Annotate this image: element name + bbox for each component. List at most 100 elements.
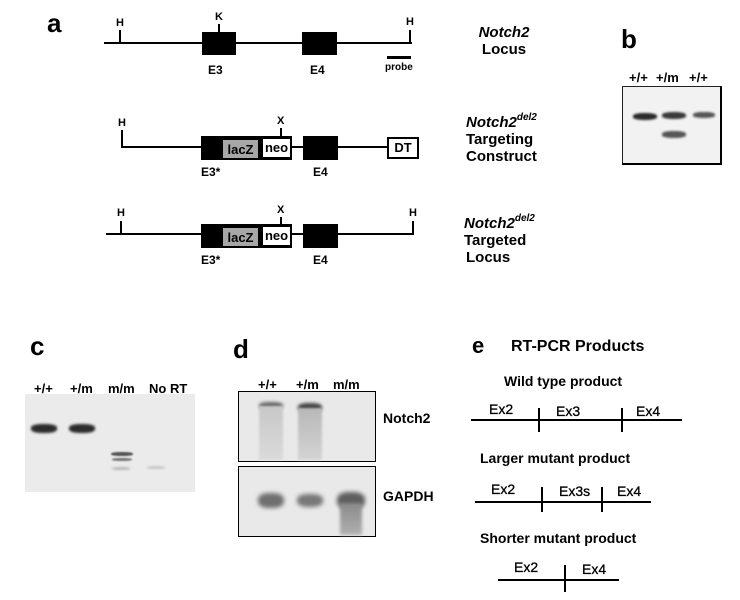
large-junction-1 bbox=[541, 487, 543, 512]
exon-e3-star-label: E3* bbox=[201, 165, 221, 179]
blot-d-lane-3: m/m bbox=[333, 377, 360, 392]
band bbox=[258, 493, 284, 508]
h-site-right bbox=[409, 30, 411, 44]
lacz-cassette: lacZ bbox=[222, 227, 259, 247]
construct-title-line3: Construct bbox=[466, 148, 537, 165]
wt-ex4: Ex4 bbox=[636, 403, 661, 419]
exon-e4-label: E4 bbox=[313, 165, 328, 179]
gel-b-lane-3: +/+ bbox=[689, 70, 708, 85]
gel-b-lane-2: +/m bbox=[656, 70, 679, 85]
band bbox=[111, 452, 133, 456]
gel-c-lane-4: No RT bbox=[149, 381, 188, 396]
band bbox=[297, 494, 323, 507]
targeted-title-line2: Targeted bbox=[464, 232, 527, 249]
band bbox=[259, 402, 283, 409]
large-ex2: Ex2 bbox=[491, 481, 516, 497]
locus-line bbox=[104, 42, 412, 44]
construct-title-line2: Targeting bbox=[466, 131, 534, 148]
exon-e4-label: E4 bbox=[310, 63, 325, 77]
h-site-right-label: H bbox=[409, 207, 417, 219]
panel-e-letter: e bbox=[472, 333, 485, 358]
dt-cassette: DT bbox=[387, 137, 419, 159]
targeted-title-line3: Locus bbox=[466, 249, 511, 266]
blot-d-lane-1: +/+ bbox=[258, 377, 277, 392]
gel-c-lane-1: +/+ bbox=[34, 381, 53, 396]
smear bbox=[340, 503, 362, 535]
rt-pcr-title: RT-PCR Products bbox=[511, 338, 645, 355]
panel-a-letter: a bbox=[47, 8, 62, 38]
northern-blot-gapdh bbox=[238, 466, 376, 537]
h-site-left bbox=[120, 221, 122, 234]
rt-pcr-gel bbox=[25, 394, 195, 492]
h-site-right bbox=[412, 221, 414, 235]
large-product-line bbox=[475, 501, 651, 503]
blot-gapdh-label: GAPDH bbox=[383, 488, 434, 504]
band bbox=[693, 112, 715, 118]
gel-c-lane-3: m/m bbox=[108, 381, 135, 396]
wt-junction-2 bbox=[621, 408, 623, 432]
x-site-label: X bbox=[277, 115, 285, 127]
band bbox=[112, 458, 132, 461]
northern-blot-notch2 bbox=[238, 391, 376, 462]
locus-title: Notch2 Locus bbox=[474, 24, 534, 58]
large-ex3s: Ex3s bbox=[559, 483, 591, 499]
targeted-title: Notch2del2 Targeted Locus bbox=[464, 213, 535, 267]
wt-junction-1 bbox=[538, 408, 540, 432]
locus-title-rest: Locus bbox=[481, 41, 527, 58]
x-site bbox=[280, 128, 282, 137]
band bbox=[298, 403, 322, 412]
band bbox=[633, 113, 657, 120]
h-site-left-label: H bbox=[117, 207, 125, 219]
band bbox=[662, 131, 686, 138]
wt-ex3: Ex3 bbox=[556, 403, 581, 419]
blot-notch2-label: Notch2 bbox=[383, 410, 431, 426]
shorter-mutant-label: Shorter mutant product bbox=[480, 530, 637, 546]
panel-c-letter: c bbox=[30, 331, 45, 361]
wt-ex2: Ex2 bbox=[489, 401, 514, 417]
large-junction-2 bbox=[601, 487, 603, 512]
construct-title-sup: del2 bbox=[516, 112, 537, 123]
wt-product-line bbox=[471, 419, 682, 421]
exon-e3-label: E3 bbox=[208, 63, 223, 77]
short-product-line bbox=[498, 579, 619, 581]
band bbox=[662, 112, 686, 119]
h-site-left bbox=[119, 30, 121, 43]
exon-e4-label: E4 bbox=[313, 253, 328, 267]
probe-label: probe bbox=[385, 62, 413, 73]
short-ex2: Ex2 bbox=[514, 559, 539, 575]
short-ex4: Ex4 bbox=[582, 561, 607, 577]
neo-cassette: neo bbox=[261, 225, 292, 247]
large-ex4: Ex4 bbox=[617, 483, 642, 499]
blot-d-lane-2: +/m bbox=[296, 377, 319, 392]
k-site bbox=[218, 24, 220, 33]
targeted-title-sup: del2 bbox=[514, 213, 535, 224]
band bbox=[112, 467, 130, 470]
gel-c-lane-2: +/m bbox=[70, 381, 93, 396]
exon-e4 bbox=[303, 224, 338, 248]
lacz-cassette: lacZ bbox=[222, 139, 259, 159]
h-site-left bbox=[121, 130, 123, 148]
x-site-label: X bbox=[277, 204, 285, 216]
k-site-label: K bbox=[215, 11, 223, 23]
smear bbox=[259, 406, 283, 460]
band bbox=[147, 466, 165, 469]
panel-b-letter: b bbox=[621, 24, 637, 54]
targeted-title-gene: Notch2 bbox=[464, 215, 515, 232]
southern-blot-gel bbox=[622, 86, 722, 165]
larger-mutant-label: Larger mutant product bbox=[480, 450, 631, 466]
band bbox=[31, 424, 57, 433]
smear bbox=[298, 408, 322, 460]
construct-title-gene: Notch2 bbox=[466, 114, 517, 131]
panel-d-letter: d bbox=[233, 334, 249, 364]
neo-cassette: neo bbox=[261, 137, 292, 159]
exon-e4 bbox=[303, 136, 338, 160]
locus-title-gene: Notch2 bbox=[478, 24, 530, 41]
wildtype-product-label: Wild type product bbox=[504, 373, 623, 389]
h-site-left-label: H bbox=[118, 117, 126, 129]
x-site bbox=[280, 217, 282, 226]
exon-e4 bbox=[302, 32, 337, 55]
probe-bar bbox=[387, 56, 411, 59]
exon-e3 bbox=[202, 32, 236, 55]
construct-title: Notch2del2 Targeting Construct bbox=[466, 112, 537, 166]
short-junction bbox=[564, 565, 566, 592]
